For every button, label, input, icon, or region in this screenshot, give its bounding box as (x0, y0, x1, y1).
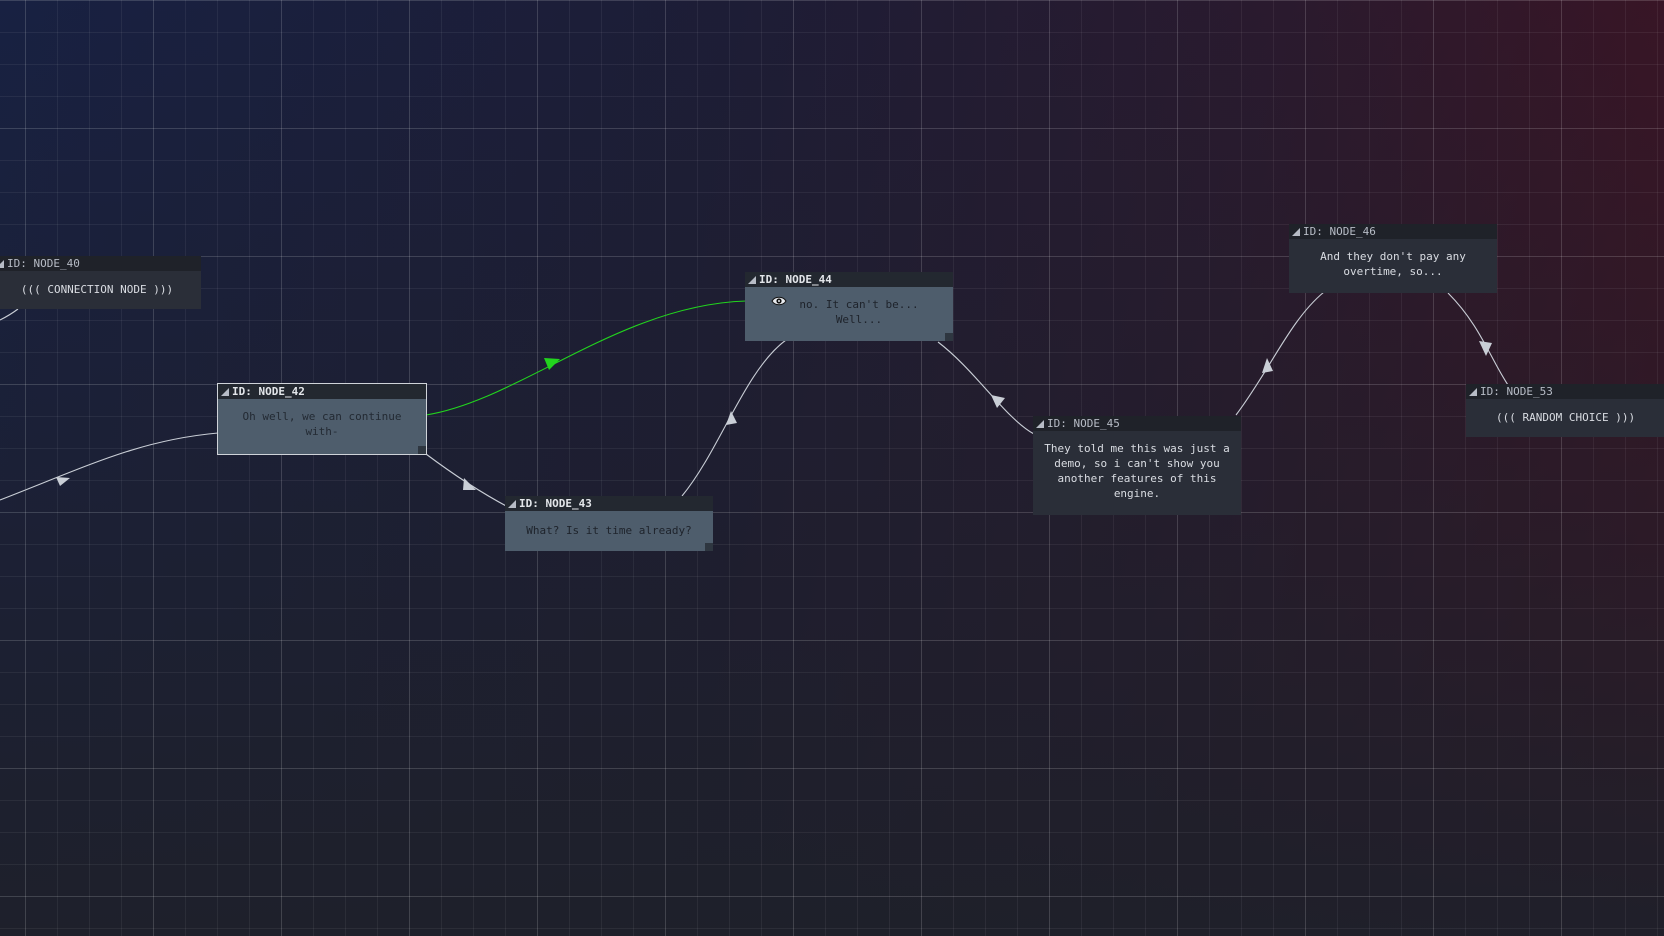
link-node46-to-node53[interactable] (1447, 292, 1509, 386)
node-text: Oh well, we can continue with- (242, 410, 402, 438)
node-id-label: ID: NODE_53 (1480, 385, 1553, 398)
node-body[interactable]: no. It can't be... Well... (745, 287, 953, 341)
node-text: no. It can't be... Well... (799, 298, 919, 326)
link-arrow-1 (56, 477, 70, 486)
node-53[interactable]: ID: NODE_53 ((( RANDOM CHOICE ))) (1466, 384, 1664, 437)
node-header[interactable]: ID: NODE_45 (1033, 416, 1241, 431)
link-arrow-3 (726, 411, 737, 425)
node-id-label: ID: NODE_44 (759, 273, 832, 286)
link-node40-out[interactable] (0, 308, 19, 321)
node-id-label: ID: NODE_45 (1047, 417, 1120, 430)
node-text: ((( CONNECTION NODE ))) (20, 283, 174, 296)
node-40[interactable]: ID: NODE_40 ((( CONNECTION NODE ))) (0, 256, 201, 309)
node-header[interactable]: ID: NODE_44 (745, 272, 953, 287)
node-text: What? Is it time already? (526, 524, 692, 537)
node-text: They told me this was just a demo, so i … (1044, 442, 1230, 500)
link-node43-to-node44[interactable] (681, 339, 787, 497)
triangle-collapse-icon[interactable] (1036, 420, 1044, 428)
node-text: And they don't pay any overtime, so... (1320, 250, 1466, 278)
node-body[interactable]: Oh well, we can continue with- (218, 399, 426, 454)
node-header[interactable]: ID: NODE_43 (505, 496, 713, 511)
node-text: ((( RANDOM CHOICE ))) (1496, 411, 1636, 424)
triangle-collapse-icon[interactable] (1292, 228, 1300, 236)
link-node44-to-node45[interactable] (937, 341, 1035, 435)
node-body[interactable]: ((( CONNECTION NODE ))) (0, 271, 201, 309)
node-45[interactable]: ID: NODE_45 They told me this was just a… (1033, 416, 1241, 515)
node-body[interactable]: ((( RANDOM CHOICE ))) (1466, 399, 1664, 437)
node-id-label: ID: NODE_42 (232, 385, 305, 398)
node-header[interactable]: ID: NODE_53 (1466, 384, 1664, 399)
node-44[interactable]: ID: NODE_44 no. It can't be... Well... (745, 272, 953, 341)
node-header[interactable]: ID: NODE_40 (0, 256, 201, 271)
link-arrow-green (544, 358, 560, 370)
node-id-label: ID: NODE_46 (1303, 225, 1376, 238)
triangle-collapse-icon[interactable] (508, 500, 516, 508)
triangle-collapse-icon[interactable] (0, 260, 4, 268)
link-arrow-2 (463, 478, 476, 490)
node-46[interactable]: ID: NODE_46 And they don't pay any overt… (1289, 224, 1497, 293)
node-id-label: ID: NODE_43 (519, 497, 592, 510)
link-arrow-5 (1262, 358, 1273, 373)
resize-handle[interactable] (945, 333, 953, 341)
eye-icon[interactable] (771, 295, 787, 307)
link-node42-to-node44[interactable] (425, 300, 747, 416)
resize-handle[interactable] (705, 543, 713, 551)
node-id-label: ID: NODE_40 (7, 257, 80, 270)
link-node45-to-node46[interactable] (1235, 291, 1325, 416)
link-node42-to-node43[interactable] (425, 453, 509, 508)
node-body[interactable]: What? Is it time already? (505, 511, 713, 551)
node-body[interactable]: And they don't pay any overtime, so... (1289, 239, 1497, 293)
link-arrow-4 (991, 395, 1005, 408)
link-arrow-6 (1479, 341, 1492, 356)
node-header[interactable]: ID: NODE_42 (218, 384, 426, 399)
node-body[interactable]: They told me this was just a demo, so i … (1033, 431, 1241, 515)
link-in-to-node42[interactable] (0, 432, 219, 501)
resize-handle[interactable] (418, 446, 426, 454)
node-header[interactable]: ID: NODE_46 (1289, 224, 1497, 239)
triangle-collapse-icon[interactable] (1469, 388, 1477, 396)
node-42[interactable]: ID: NODE_42 Oh well, we can continue wit… (217, 383, 427, 455)
triangle-collapse-icon[interactable] (748, 276, 756, 284)
node-43[interactable]: ID: NODE_43 What? Is it time already? (505, 496, 713, 551)
triangle-collapse-icon[interactable] (221, 388, 229, 396)
